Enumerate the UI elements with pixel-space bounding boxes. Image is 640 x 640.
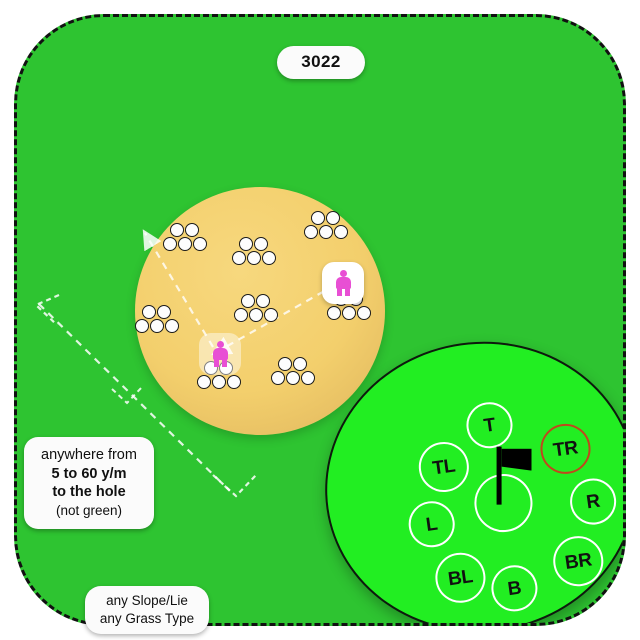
golf-ball-icon	[334, 225, 348, 239]
hole-title-badge: 3022	[277, 46, 365, 79]
pin-position-BL-label: BL	[446, 565, 475, 590]
golf-ball-icon	[234, 308, 248, 322]
pin-position-BR-label: BR	[563, 548, 594, 574]
ball-cluster	[134, 305, 182, 337]
pin-position-B[interactable]: B	[488, 562, 541, 615]
distance-label-badge: anywhere from 5 to 60 y/m to the hole (n…	[24, 437, 154, 529]
golf-ball-icon	[232, 251, 246, 265]
golf-ball-icon	[271, 371, 285, 385]
pin-position-T[interactable]: T	[463, 399, 516, 452]
player-head	[339, 270, 347, 277]
golf-ball-icon	[135, 319, 149, 333]
golf-ball-icon	[301, 371, 315, 385]
golf-ball-icon	[262, 251, 276, 265]
golf-ball-icon	[304, 225, 318, 239]
pin-position-TR[interactable]: TR	[537, 420, 594, 478]
golf-ball-icon	[157, 305, 171, 319]
golf-ball-icon	[327, 306, 341, 320]
player-icon	[212, 341, 229, 367]
golf-ball-icon	[264, 308, 278, 322]
golf-ball-icon	[254, 237, 268, 251]
distance-measure-tick	[111, 386, 143, 405]
distance-line-2: 5 to 60 y/m	[51, 465, 127, 482]
conditions-label-badge: any Slope/Lie any Grass Type	[85, 586, 209, 635]
pin-position-L-label: L	[424, 513, 439, 536]
pin-position-R[interactable]: R	[567, 475, 620, 528]
ball-cluster	[270, 357, 318, 389]
player-head	[216, 341, 224, 348]
distance-line-4: (not green)	[55, 502, 123, 518]
conditions-line-1: any Slope/Lie	[106, 593, 188, 608]
golf-ball-icon	[170, 223, 184, 237]
player-leg-right	[221, 358, 227, 367]
course-area: T TL TR L R BL B BR	[14, 14, 626, 626]
pin-position-TL[interactable]: TL	[415, 438, 473, 496]
golf-ball-icon	[193, 237, 207, 251]
golf-ball-icon	[163, 237, 177, 251]
player-leg-left	[336, 287, 342, 296]
golf-ball-icon	[256, 294, 270, 308]
pin-position-BL[interactable]: BL	[432, 549, 489, 606]
golf-ball-icon	[197, 375, 211, 389]
conditions-line-2: any Grass Type	[99, 610, 195, 626]
pin-position-BR[interactable]: BR	[550, 532, 607, 590]
distance-measure-arrowhead-start	[34, 293, 60, 326]
distance-line-1: anywhere from	[41, 447, 137, 463]
ball-cluster	[233, 294, 281, 326]
golf-ball-icon	[150, 319, 164, 333]
golf-ball-icon	[142, 305, 156, 319]
golf-ball-icon	[165, 319, 179, 333]
pin-position-R-label: R	[584, 490, 602, 513]
player-marker-primary[interactable]	[322, 262, 364, 304]
pin-position-T-label: T	[482, 414, 497, 437]
golf-ball-icon	[286, 371, 300, 385]
golf-ball-icon	[212, 375, 226, 389]
pin-position-center[interactable]	[470, 470, 537, 536]
player-marker-secondary[interactable]	[199, 333, 241, 375]
golf-ball-icon	[293, 357, 307, 371]
hole-title-text: 3022	[301, 52, 341, 71]
golf-ball-icon	[311, 211, 325, 225]
golf-ball-icon	[319, 225, 333, 239]
golf-ball-icon	[185, 223, 199, 237]
distance-measure-arrowhead-end	[212, 473, 258, 498]
player-leg-right	[344, 287, 350, 296]
player-body	[212, 348, 228, 360]
golf-ball-icon	[326, 211, 340, 225]
ball-cluster	[231, 237, 279, 269]
pin-position-TR-label: TR	[551, 436, 580, 461]
distance-line-3: to the hole	[52, 484, 126, 501]
player-icon	[335, 270, 352, 296]
ball-cluster	[303, 211, 351, 243]
golf-ball-icon	[249, 308, 263, 322]
golf-ball-icon	[227, 375, 241, 389]
golf-ball-icon	[247, 251, 261, 265]
flag-banner	[502, 449, 532, 471]
golf-ball-icon	[178, 237, 192, 251]
ball-cluster	[162, 223, 210, 255]
pin-position-B-label: B	[506, 577, 523, 600]
player-body	[335, 277, 351, 289]
golf-ball-icon	[278, 357, 292, 371]
player-leg-left	[213, 358, 219, 367]
pin-position-L[interactable]: L	[405, 498, 458, 551]
golf-ball-icon	[239, 237, 253, 251]
golf-ball-icon	[342, 306, 356, 320]
golf-ball-icon	[357, 306, 371, 320]
golf-ball-icon	[241, 294, 255, 308]
pin-position-TL-label: TL	[431, 455, 457, 479]
